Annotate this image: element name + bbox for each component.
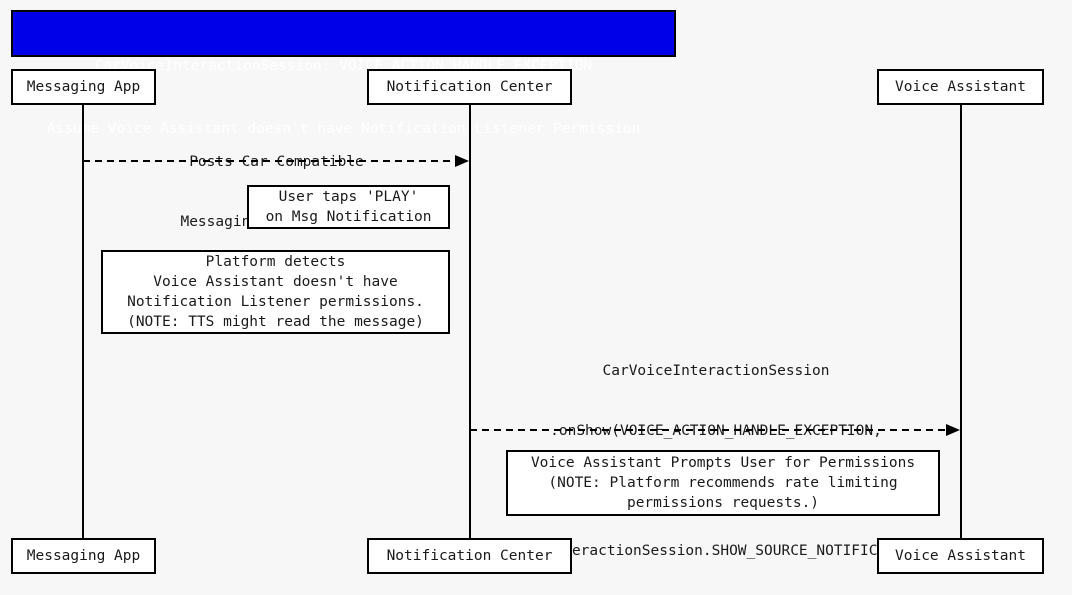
note-prompts-user-line-2: (NOTE: Platform recommends rate limiting [548, 475, 898, 491]
lifeline-notification-center [469, 104, 471, 538]
note-prompts-user: Voice Assistant Prompts User for Permiss… [506, 450, 940, 516]
participant-label-messaging-app-top: Messaging App [26, 78, 141, 95]
message-arrow-post-notification [83, 155, 469, 167]
note-platform-detects-line-4: (NOTE: TTS might read the message) [127, 314, 424, 330]
message-label-post-notification-line-1: Posts Car Compatible [83, 152, 470, 172]
participant-box-messaging-app-bottom[interactable]: Messaging App [11, 538, 156, 574]
note-user-taps-play-line-2: on Msg Notification [265, 209, 432, 225]
diagram-title-line-2: Assume Voice Assistant doesn't have Noti… [46, 121, 641, 137]
message-label-on-show-line-4: VoiceInteractionSession.SHOW_SOURCE_NOTI… [502, 543, 930, 559]
note-platform-detects-line-2: Voice Assistant doesn't have [153, 274, 398, 290]
lifeline-voice-assistant [960, 104, 962, 538]
participant-box-messaging-app-top[interactable]: Messaging App [11, 69, 156, 105]
diagram-title-banner: CarVoiceInteractionSession: VOICE_ACTION… [11, 10, 676, 137]
note-platform-detects: Platform detects Voice Assistant doesn't… [101, 250, 450, 334]
participant-box-notification-center-top[interactable]: Notification Center [367, 69, 572, 105]
note-platform-detects-line-1: Platform detects [205, 254, 346, 270]
participant-label-voice-assistant-bottom: Voice Assistant [895, 547, 1026, 564]
participant-label-notification-center-bottom: Notification Center [386, 547, 553, 564]
participant-label-messaging-app-bottom: Messaging App [26, 547, 141, 564]
lifeline-messaging-app [82, 104, 84, 538]
participant-label-notification-center-top: Notification Center [386, 78, 553, 95]
note-prompts-user-line-1: Voice Assistant Prompts User for Permiss… [530, 455, 916, 471]
note-platform-detects-line-3: Notification Listener permissions. [127, 294, 424, 310]
message-arrow-on-show [470, 424, 960, 436]
participant-box-voice-assistant-top[interactable]: Voice Assistant [877, 69, 1044, 105]
participant-box-notification-center-bottom[interactable]: Notification Center [367, 538, 572, 574]
participant-label-voice-assistant-top: Voice Assistant [895, 78, 1026, 95]
participant-box-voice-assistant-bottom[interactable]: Voice Assistant [877, 538, 1044, 574]
note-user-taps-play: User taps 'PLAY' on Msg Notification [247, 185, 450, 229]
note-user-taps-play-line-1: User taps 'PLAY' [278, 189, 419, 205]
message-label-on-show-line-1: CarVoiceInteractionSession [602, 363, 830, 379]
note-prompts-user-line-3: permissions requests.) [626, 495, 820, 511]
